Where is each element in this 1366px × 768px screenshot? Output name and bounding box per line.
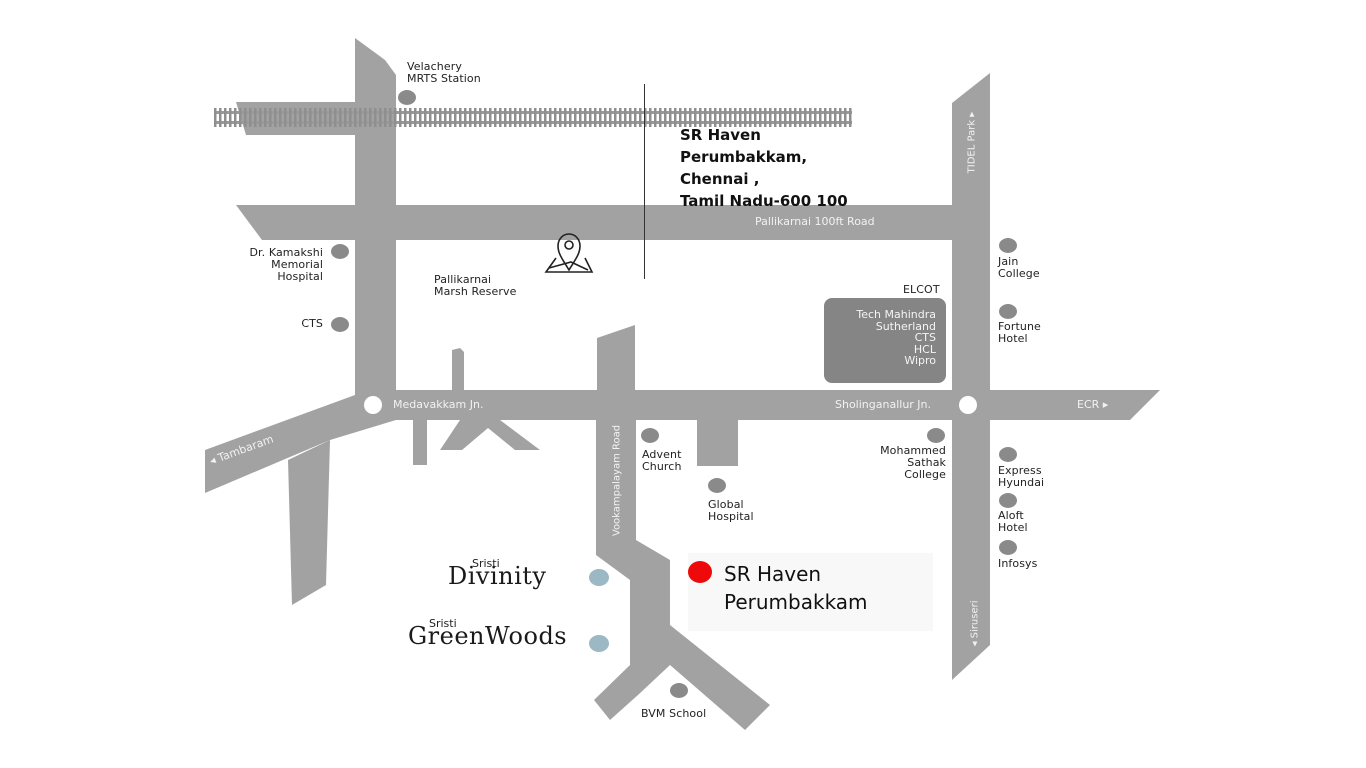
elcot-companies-box: Tech Mahindra Sutherland CTS HCL Wipro [824,298,946,383]
label-line: MRTS Station [407,72,481,85]
poi-advent-marker [641,428,659,443]
poi-global-label: Global Hospital [708,499,754,523]
project-greenwoods-small: Sristi [429,617,457,630]
poi-aloft-label: Aloft Hotel [998,510,1028,534]
map-pin-icon [544,233,594,273]
poi-jain-label: Jain College [998,256,1040,280]
road-label-pallikarnai: Pallikarnai 100ft Road [755,215,875,228]
poi-aloft-marker [999,493,1017,508]
sr-haven-callout-text: SR Haven Perumbakkam [724,560,868,616]
label-line: Advent [642,448,682,461]
address-line: Chennai , [680,170,760,188]
label-line: Hotel [998,521,1028,534]
poi-hyundai-marker [999,447,1017,462]
label-line: Hotel [998,332,1028,345]
poi-jain-marker [999,238,1017,253]
poi-sathak-marker [927,428,945,443]
company-item: HCL [913,342,936,356]
marsh-reserve-label: Pallikarnai Marsh Reserve [434,274,516,298]
project-greenwoods: Sristi GreenWoods [408,616,567,650]
label-line: Sathak [907,456,946,469]
address-line: Tamil Nadu-600 100 [680,192,848,210]
label-line: Express [998,464,1042,477]
company-item: CTS [914,331,936,344]
project-divinity: Sristi Divinity [448,556,547,590]
address-line: Perumbakkam, [680,148,808,166]
project-divinity-small: Sristi [472,557,500,570]
poi-advent-label: Advent Church [642,449,682,473]
company-item: Tech Mahindra [856,308,936,321]
label-line: Hyundai [998,476,1045,489]
junction-sholinganallur-label: Sholinganallur Jn. [835,398,932,411]
project-divinity-name: Divinity [448,562,547,590]
poi-hyundai-label: Express Hyundai [998,465,1044,489]
junction-medavakkam-label: Medavakkam Jn. [393,398,484,411]
divider-line [644,84,645,279]
label-line: Pallikarnai [434,273,492,286]
road-network [205,38,1160,730]
label-line: College [904,468,946,481]
company-item: Wipro [904,354,936,367]
road-label-tidel-park: TIDEL Park ▸ [966,111,978,174]
label-line: Hospital [708,510,754,523]
label-line: Dr. Kamakshi [249,246,323,259]
road-label-vookampalayam: Vookampalayam Road [611,424,623,537]
label-line: Global [708,498,744,511]
poi-cts-marker [331,317,349,332]
poi-bvm-label: BVM School [641,707,707,720]
road-label-ecr: ECR ▸ [1077,398,1109,411]
junction-sholinganallur-marker [959,396,977,414]
poi-global-marker [708,478,726,493]
poi-infosys-label: Infosys [998,557,1038,570]
label-line: Mohammed [880,444,946,457]
poi-fortune-marker [999,304,1017,319]
elcot-title: ELCOT [903,283,940,296]
poi-kamakshi-label: Dr. Kamakshi Memorial Hospital [230,247,323,283]
railway-track [214,108,852,127]
poi-infosys-marker [999,540,1017,555]
poi-velachery-label: Velachery MRTS Station [407,61,481,85]
poi-sathak-label: Mohammed Sathak College [860,445,946,481]
callout-line: Perumbakkam [724,590,868,614]
road-label-siruseri: ◂ Siruseri [969,600,981,647]
label-line: College [998,267,1040,280]
label-line: Aloft [998,509,1024,522]
label-line: Fortune [998,320,1041,333]
callout-line: SR Haven [724,562,822,586]
address-block: SR Haven Perumbakkam, Chennai , Tamil Na… [680,124,848,212]
poi-cts-label: CTS [301,317,323,330]
sr-haven-callout [688,553,933,631]
project-greenwoods-name: GreenWoods [408,622,568,650]
poi-bvm-marker [670,683,688,698]
poi-velachery-marker [398,90,416,105]
label-line: Memorial [271,258,323,271]
label-line: Church [642,460,682,473]
junction-medavakkam-marker [364,396,382,414]
label-line: Hospital [277,270,323,283]
label-line: Marsh Reserve [434,285,517,298]
address-line: SR Haven [680,126,761,144]
poi-fortune-label: Fortune Hotel [998,321,1041,345]
label-line: Jain [998,255,1019,268]
label-line: Velachery [407,60,462,73]
sr-haven-location-marker [688,561,712,583]
project-divinity-marker [589,569,609,586]
company-item: Sutherland [875,319,936,333]
project-greenwoods-marker [589,635,609,652]
poi-kamakshi-marker [331,244,349,259]
